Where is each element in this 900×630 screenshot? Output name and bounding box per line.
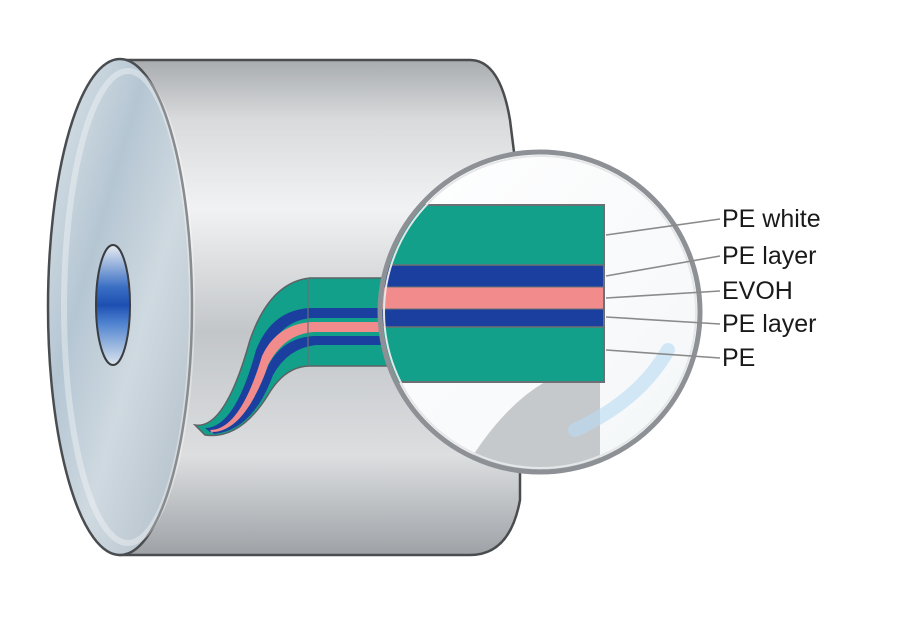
label-pe-layer: PE layer: [722, 242, 817, 270]
leader-line-evoh: [605, 290, 721, 299]
layer-evoh-band: [380, 287, 604, 309]
label-pe-layer-2: PE layer: [722, 310, 817, 338]
roll-core-hole: [95, 244, 131, 366]
layer-pe-band: [380, 327, 604, 382]
label-pe: PE: [722, 344, 756, 372]
peeled-film-strip: [192, 277, 401, 437]
leader-line-pe: [605, 349, 721, 359]
magnifier-lens: [377, 149, 703, 475]
layer-pe-layer-2-band: [380, 309, 604, 327]
leader-lines: [605, 218, 721, 359]
leader-line-pe-white: [605, 218, 721, 236]
label-evoh: EVOH: [722, 277, 793, 305]
leader-line-pe-layer-2: [605, 316, 721, 325]
layer-pe-layer-band: [380, 265, 604, 287]
lens-glare: [568, 343, 675, 437]
leader-line-pe-layer: [605, 255, 721, 277]
cross-section-layers: [380, 204, 605, 383]
label-pe-white: PE white: [722, 205, 821, 233]
